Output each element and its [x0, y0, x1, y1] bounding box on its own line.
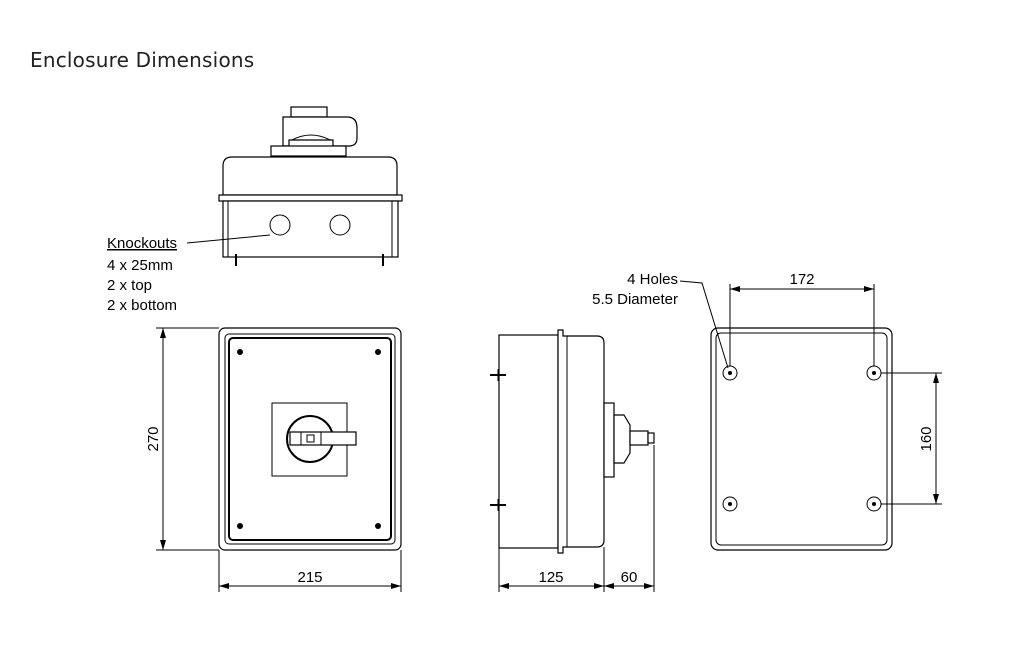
holes-diameter-label: 5.5 Diameter — [592, 291, 678, 308]
dim-side-depth — [498, 445, 655, 592]
top-handle-cap — [290, 106, 328, 118]
knockout-hole-left — [269, 214, 291, 236]
front-screw — [237, 349, 243, 355]
knockout-hole-right — [329, 214, 351, 236]
side-view — [490, 329, 655, 554]
switch-handle-lock — [306, 434, 315, 443]
top-lid — [222, 156, 398, 196]
front-lid — [228, 337, 392, 541]
top-handle-base — [270, 145, 347, 157]
front-screw — [237, 523, 243, 529]
top-handle — [282, 116, 358, 147]
dim-mount-width — [729, 284, 875, 366]
back-outer-frame — [710, 327, 893, 551]
dim-label-mount-width: 172 — [789, 271, 814, 288]
knockouts-spec-line: 4 x 25mm — [107, 257, 173, 274]
front-screw — [375, 523, 381, 529]
side-body — [498, 334, 559, 549]
dim-label-mount-height: 160 — [918, 426, 935, 451]
side-switch-plate — [603, 402, 615, 478]
page-title: Enclosure Dimensions — [30, 48, 255, 72]
top-body — [222, 200, 399, 258]
knockouts-spec-line: 2 x bottom — [107, 297, 177, 314]
holes-leader — [679, 280, 729, 369]
knockouts-label: Knockouts — [107, 235, 177, 252]
side-switch-body — [613, 414, 631, 464]
dim-mount-height — [881, 372, 942, 505]
top-view — [186, 106, 403, 266]
back-inner-frame — [715, 332, 888, 546]
knockouts-leader — [186, 234, 271, 244]
top-handle-curve — [291, 134, 331, 141]
front-inner-frame — [224, 333, 396, 545]
front-view — [218, 327, 402, 551]
back-view — [679, 280, 893, 551]
dim-label-front-height: 270 — [145, 426, 162, 451]
switch-handle-hub — [300, 431, 322, 446]
top-lid-rim — [218, 194, 403, 202]
side-lid — [557, 329, 605, 554]
side-switch-shaft — [629, 430, 649, 446]
foot-screw-left — [230, 254, 242, 266]
holes-count-label: 4 Holes — [627, 271, 678, 288]
dim-label-handle-depth: 60 — [621, 569, 638, 586]
front-screw — [375, 349, 381, 355]
side-screw-bottom — [490, 499, 506, 511]
mounting-hole — [722, 496, 738, 512]
dim-label-front-width: 215 — [297, 569, 322, 586]
side-screw-top — [490, 369, 506, 381]
knockouts-spec-line: 2 x top — [107, 277, 152, 294]
dim-front-height — [156, 327, 219, 551]
dim-front-width — [218, 550, 402, 592]
side-switch-tip — [647, 432, 655, 444]
switch-handle — [289, 431, 357, 446]
foot-screw-right — [377, 254, 389, 266]
dim-label-side-depth: 125 — [538, 569, 563, 586]
